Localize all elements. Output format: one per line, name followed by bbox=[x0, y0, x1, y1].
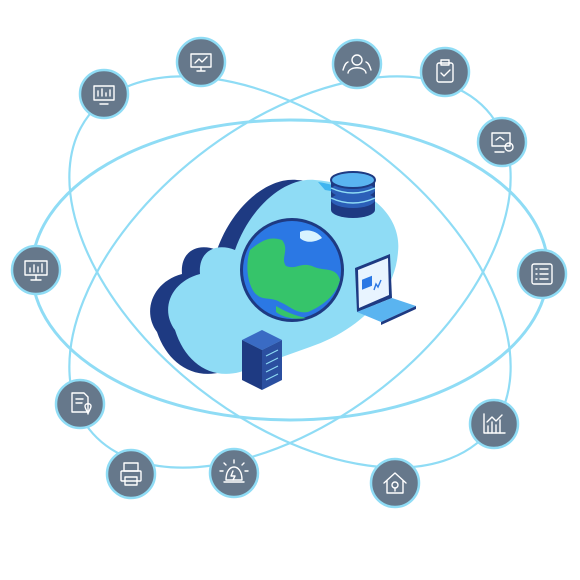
orbit-ring-tilt-right bbox=[68, 75, 512, 469]
bar-chart-icon bbox=[468, 398, 520, 450]
laptop-dashboard-icon bbox=[355, 254, 416, 325]
list-icon bbox=[516, 248, 568, 300]
analytics-board-icon bbox=[78, 68, 130, 120]
server-rack-icon bbox=[242, 330, 282, 390]
document-location-icon bbox=[54, 378, 106, 430]
smart-home-icon bbox=[369, 457, 421, 509]
database-icon bbox=[330, 171, 376, 218]
clipboard-check-icon bbox=[419, 46, 471, 98]
printer-icon bbox=[105, 448, 157, 500]
idea-lamp-icon bbox=[208, 447, 260, 499]
users-icon bbox=[331, 38, 383, 90]
presentation-settings-icon bbox=[476, 116, 528, 168]
globe-icon bbox=[240, 218, 344, 322]
monitor-chart-icon bbox=[175, 36, 227, 88]
presentation-chart-icon bbox=[10, 244, 62, 296]
